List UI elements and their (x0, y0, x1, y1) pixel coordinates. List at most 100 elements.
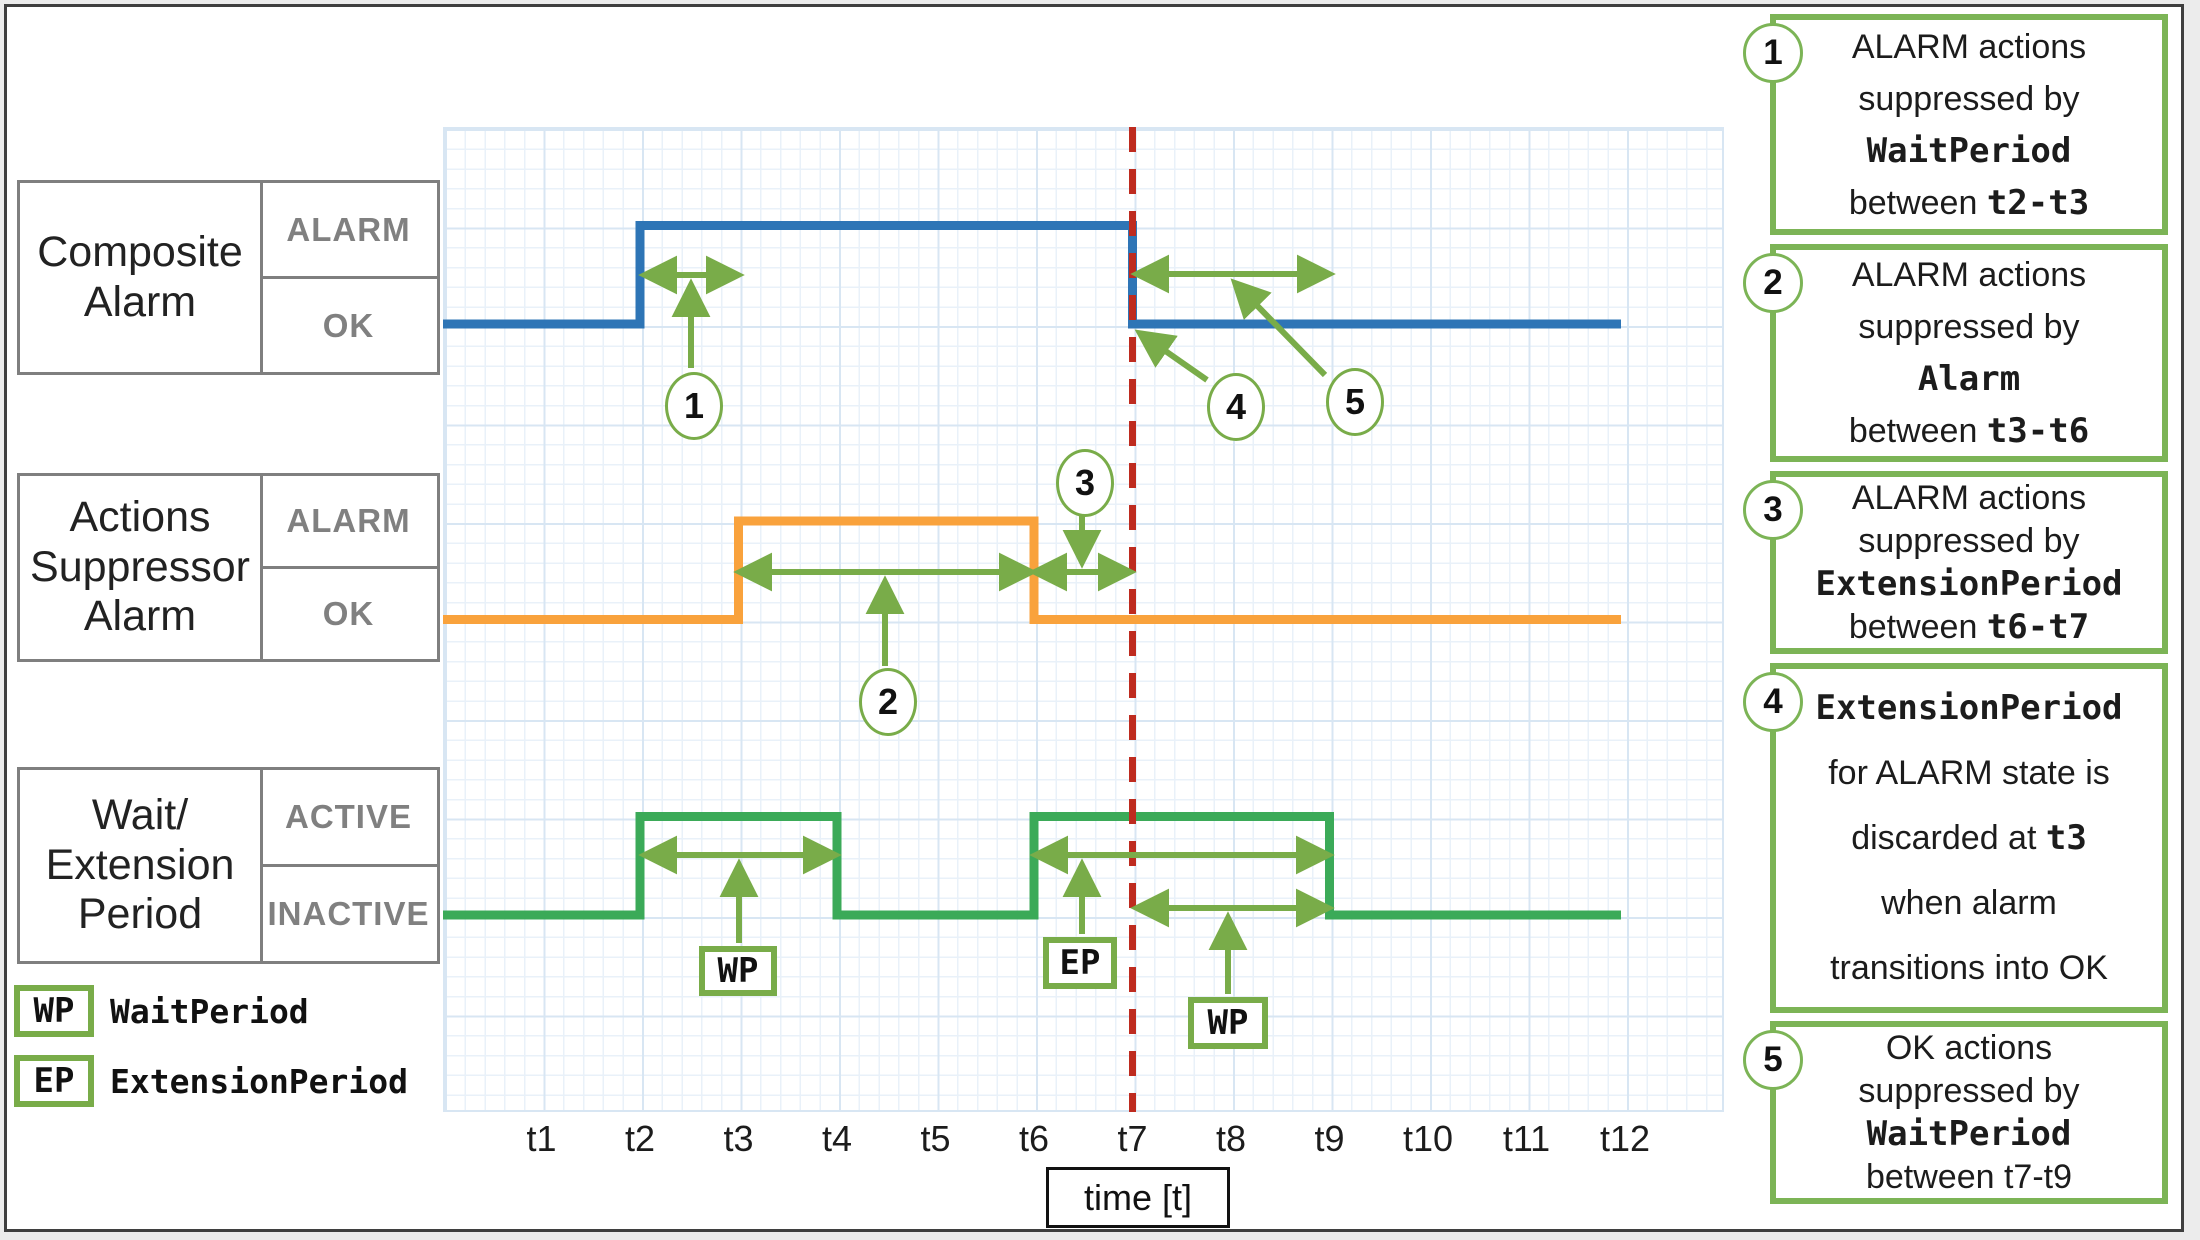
note-text: transitions into OK (1830, 948, 2108, 987)
note-keyword: WaitPeriod (1866, 1113, 2072, 1154)
row-label-line: Extension (45, 840, 235, 889)
state-alarm-label: ALARM (260, 183, 437, 279)
time-axis-title-box: time [t] (1046, 1167, 1230, 1228)
note-keyword: t2-t3 (1986, 182, 2090, 223)
note-line: discarded at t3 (1776, 806, 2162, 871)
state-ok-label: OK (322, 595, 375, 632)
note-text: discarded at (1851, 818, 2046, 857)
row-label-line: Suppressor (30, 542, 250, 591)
note-text: between (1848, 607, 1987, 646)
note-line: between t6-t7 (1776, 606, 2162, 649)
note-text: OK actions (1885, 1028, 2053, 1067)
note-text: between (1848, 183, 1987, 222)
note-line: between t2-t3 (1776, 177, 2162, 229)
note-text: when alarm (1881, 883, 2057, 922)
note-3-number-circle: 3 (1743, 480, 1803, 540)
tick-label-t11: t11 (1502, 1118, 1551, 1159)
tick-label-t7: t7 (1117, 1118, 1148, 1159)
state-active-label: ACTIVE (260, 770, 437, 867)
row-label-line: Alarm (83, 277, 197, 326)
composite-alarm-line (443, 221, 1621, 329)
note-text: suppressed by (1858, 79, 2080, 118)
tick-label-t9: t9 (1314, 1118, 1345, 1159)
tick-label-t3: t3 (723, 1118, 754, 1159)
note-line: Alarm (1776, 353, 2162, 405)
tick-label-t10: t10 (1402, 1118, 1454, 1159)
note-keyword: Alarm (1917, 359, 2021, 399)
note-line: ALARM actions (1776, 249, 2162, 301)
note-1-box: ALARM actions suppressed by WaitPeriod betw… (1770, 14, 2168, 235)
note-line: WaitPeriod (1776, 1113, 2162, 1156)
state-cells: ALARM OK (260, 183, 437, 372)
tick-label-t12: t12 (1599, 1118, 1651, 1159)
note-1-text: ALARM actions suppressed by WaitPeriod betw… (1776, 20, 2162, 229)
note-line: ALARM actions (1776, 21, 2162, 73)
note-line: between t3-t6 (1776, 405, 2162, 457)
note-line: when alarm (1776, 871, 2162, 936)
note-line: suppressed by (1776, 301, 2162, 353)
ep-tag-box: EP (1043, 937, 1117, 989)
tick-label-t1: t1 (526, 1118, 557, 1159)
arrow-callout-4 (1134, 329, 1209, 383)
tick-label-t8: t8 (1215, 1118, 1247, 1159)
note-text: suppressed by (1858, 521, 2080, 560)
arrow-callout-5 (1230, 278, 1328, 378)
note-text: ALARM actions (1851, 478, 2087, 517)
note-line: OK actions (1776, 1027, 2162, 1070)
note-line: transitions into OK (1776, 936, 2162, 1001)
legend-ep-box: EP (14, 1055, 94, 1107)
row-label-line: Wait/ (91, 790, 189, 839)
note-2-box: ALARM actions suppressed by Alarm between t… (1770, 244, 2168, 462)
note-text: suppressed by (1858, 308, 2080, 346)
note-text: ALARM actions (1851, 27, 2087, 66)
note-text: between t7-t9 (1865, 1157, 2073, 1196)
chart-callout-circle-4: 4 (1207, 373, 1265, 441)
note-4-number-circle: 4 (1743, 672, 1803, 732)
note-2-number-circle: 2 (1743, 253, 1803, 313)
state-inactive-label: INACTIVE (267, 895, 430, 932)
note-line: ExtensionPeriod (1776, 676, 2162, 741)
note-5-number-circle: 5 (1743, 1030, 1803, 1090)
tick-label-t6: t6 (1018, 1118, 1050, 1159)
note-1-number-circle: 1 (1743, 23, 1803, 83)
note-line: suppressed by (1776, 520, 2162, 563)
note-keyword: t3-t6 (1986, 411, 2090, 451)
actions-suppressor-alarm-line (443, 516, 1621, 624)
row-label-line: Alarm (83, 592, 197, 641)
note-text: suppressed by (1858, 1071, 2080, 1110)
note-line: ExtensionPeriod (1776, 563, 2162, 606)
note-line: suppressed by (1776, 1070, 2162, 1113)
row-label-line: Actions (69, 492, 211, 541)
wp-tag-box-2: WP (1188, 997, 1268, 1049)
legend-wp-label: WaitPeriod (110, 991, 309, 1031)
note-text: ALARM actions (1851, 256, 2087, 294)
note-keyword: WaitPeriod (1866, 130, 2072, 171)
state-alarm-label: ALARM (260, 476, 437, 569)
wait-extension-period-line (443, 812, 1621, 920)
note-line: suppressed by (1776, 73, 2162, 125)
note-keyword: ExtensionPeriod (1815, 563, 2123, 604)
state-ok-label: OK (322, 306, 375, 344)
note-2-text: ALARM actions suppressed by Alarm between t… (1776, 250, 2162, 456)
note-line: between t7-t9 (1776, 1156, 2162, 1199)
chart-callout-circle-1: 1 (665, 372, 723, 440)
note-line: WaitPeriod (1776, 125, 2162, 177)
note-keyword: t6-t7 (1986, 606, 2090, 647)
tick-label-t2: t2 (624, 1118, 656, 1159)
note-line: ALARM actions (1776, 477, 2162, 520)
note-text: between (1848, 412, 1987, 450)
